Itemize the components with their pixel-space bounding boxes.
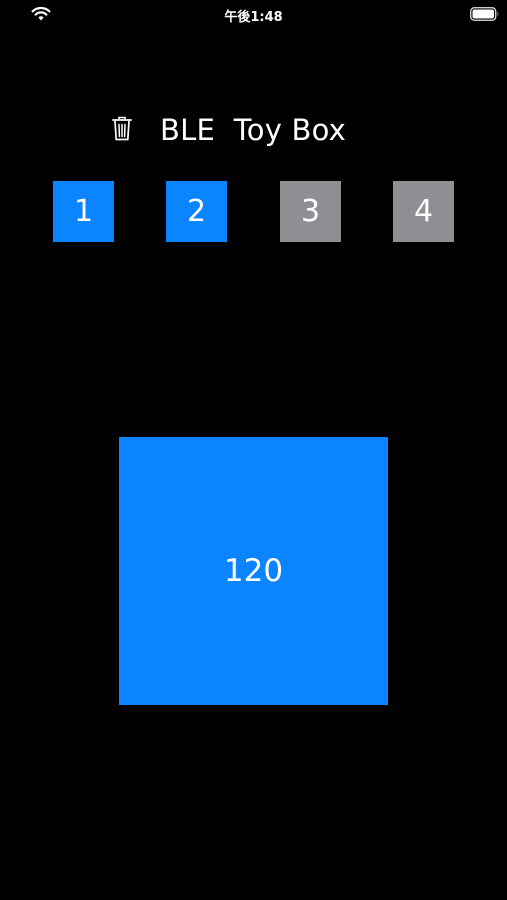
- slot-label: 1: [73, 194, 94, 229]
- value-text: 120: [223, 553, 284, 589]
- slot-button-4[interactable]: 4: [393, 181, 454, 242]
- app-title: BLE Toy Box: [160, 113, 347, 147]
- slot-label: 3: [300, 194, 321, 229]
- status-time: 午後1:48: [224, 10, 283, 25]
- status-bar: 午後1:48: [0, 0, 507, 30]
- wifi-icon: [31, 6, 51, 21]
- slot-label: 2: [186, 194, 207, 229]
- trash-icon: [112, 116, 132, 141]
- trash-button[interactable]: [108, 114, 136, 144]
- battery-icon: [470, 7, 499, 21]
- slot-label: 4: [413, 194, 434, 229]
- value-display[interactable]: 120: [119, 437, 388, 705]
- header: BLE Toy Box: [0, 108, 507, 152]
- slot-button-2[interactable]: 2: [166, 181, 227, 242]
- slot-button-3[interactable]: 3: [280, 181, 341, 242]
- slot-button-1[interactable]: 1: [53, 181, 114, 242]
